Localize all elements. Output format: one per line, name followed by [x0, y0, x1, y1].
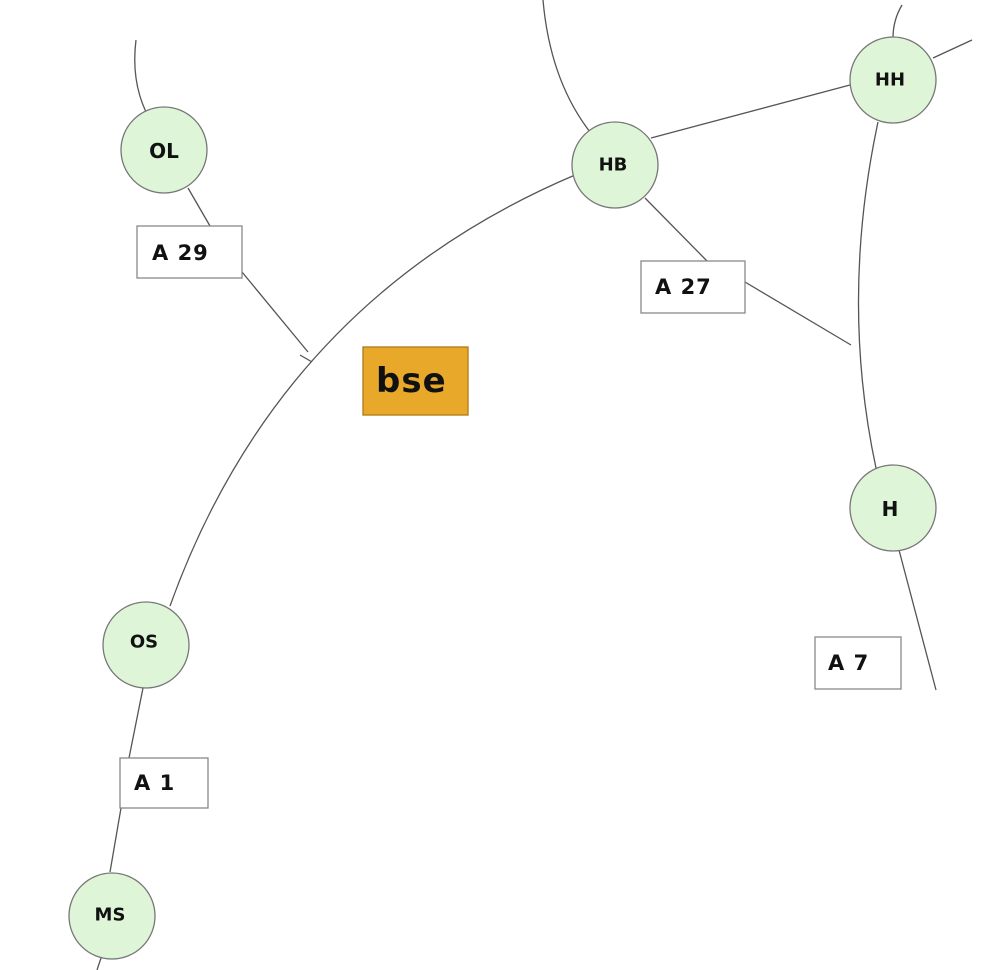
- station-hb-label: HB: [599, 155, 628, 176]
- station-ol-label: OL: [149, 139, 179, 163]
- station-h-label: H: [882, 497, 899, 521]
- station-hh[interactable]: HH: [849, 36, 937, 124]
- edge-os-hb: [169, 174, 576, 607]
- edge-a29-tick: [299, 354, 313, 363]
- route-label-a1[interactable]: A 1: [119, 757, 209, 809]
- edge-hb-top: [542, 0, 591, 133]
- route-label-a7[interactable]: A 7: [814, 636, 902, 690]
- edge-ol-top: [134, 39, 147, 113]
- route-label-a27-text: A 27: [655, 275, 712, 299]
- station-hb[interactable]: HB: [571, 121, 659, 209]
- edge-a27-junction: [744, 281, 852, 346]
- edge-hh-h: [857, 121, 879, 469]
- edge-ms-bottom: [96, 957, 102, 970]
- edges: [96, 0, 973, 970]
- edge-hb-hh: [650, 84, 851, 139]
- edge-a1-ms: [109, 807, 122, 873]
- edge-h-bottom: [898, 549, 937, 691]
- route-label-a27[interactable]: A 27: [640, 260, 746, 314]
- route-label-a29[interactable]: A 29: [136, 225, 243, 279]
- station-os-label: OS: [130, 632, 158, 653]
- station-ms-label: MS: [95, 905, 126, 926]
- edge-hb-a27: [644, 197, 709, 263]
- station-os[interactable]: OS: [102, 601, 190, 689]
- station-ms[interactable]: MS: [68, 872, 156, 960]
- route-label-a1-text: A 1: [134, 771, 175, 795]
- area-label-box[interactable]: bse: [362, 346, 469, 416]
- station-h[interactable]: H: [849, 464, 937, 552]
- route-label-a7-text: A 7: [828, 651, 869, 675]
- area-label-text: bse: [376, 361, 447, 401]
- station-hh-label: HH: [875, 70, 905, 91]
- edge-ol-a29-junction: [187, 187, 309, 353]
- edge-os-a1: [128, 687, 144, 759]
- route-label-a29-text: A 29: [152, 241, 209, 265]
- edge-hh-top: [892, 4, 903, 39]
- edge-hh-right: [932, 39, 973, 59]
- station-ol[interactable]: OL: [120, 106, 208, 194]
